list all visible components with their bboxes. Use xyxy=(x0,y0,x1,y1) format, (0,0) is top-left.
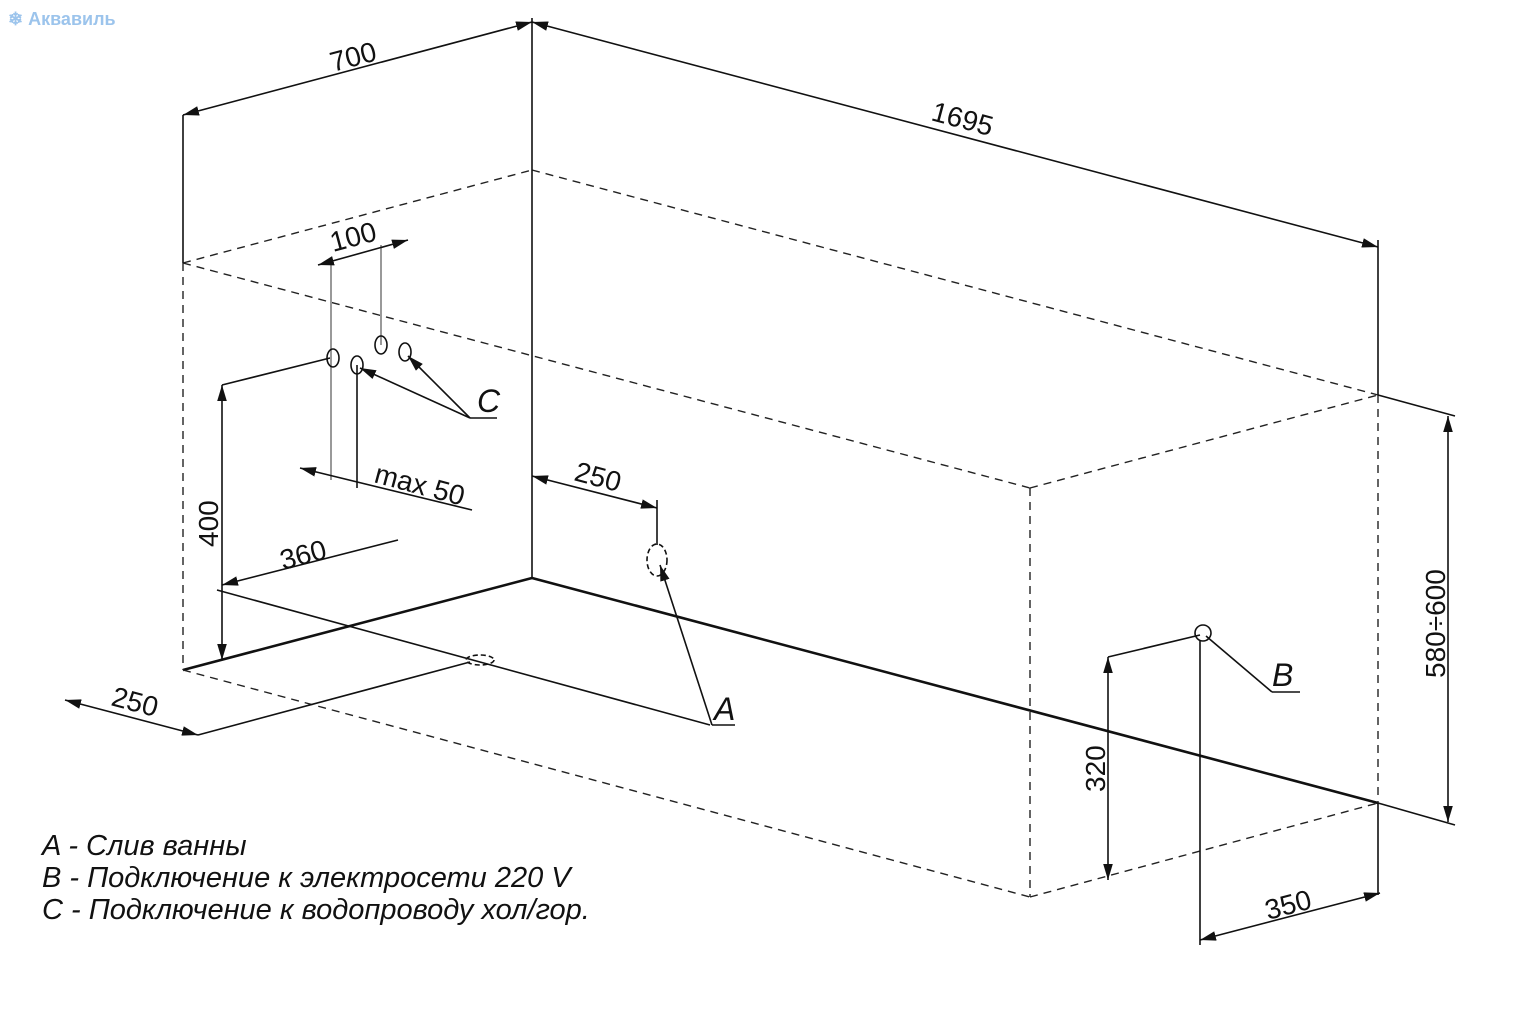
dim-400: 400 xyxy=(193,500,224,547)
label-b: B xyxy=(1272,657,1293,693)
dim-height: 580÷600 xyxy=(1420,569,1451,678)
legend-item-b: B - Подключение к электросети 220 V xyxy=(42,862,571,894)
dim-max50: max 50 xyxy=(371,458,468,512)
dim-250-drain: 250 xyxy=(108,681,161,723)
label-c: C xyxy=(477,383,501,419)
tub-outline xyxy=(182,18,1379,898)
dimension-lines xyxy=(64,21,1456,945)
connection-points xyxy=(326,335,1300,726)
dim-700: 700 xyxy=(327,36,380,78)
logo: ❄ Аквавиль xyxy=(8,9,116,29)
dim-350: 350 xyxy=(1262,884,1315,926)
legend-item-a: A - Слив ванны xyxy=(42,830,247,862)
label-a: A xyxy=(712,691,735,727)
dim-360: 360 xyxy=(277,534,330,576)
dim-1695: 1695 xyxy=(928,96,996,142)
dim-250-a: 250 xyxy=(571,456,624,498)
logo-text: Аквавиль xyxy=(28,9,116,29)
dim-320: 320 xyxy=(1080,745,1111,792)
legend-item-c: C - Подключение к водопроводу хол/гор. xyxy=(42,894,590,926)
legend: A - Слив ванны B - Подключение к электро… xyxy=(42,830,590,926)
